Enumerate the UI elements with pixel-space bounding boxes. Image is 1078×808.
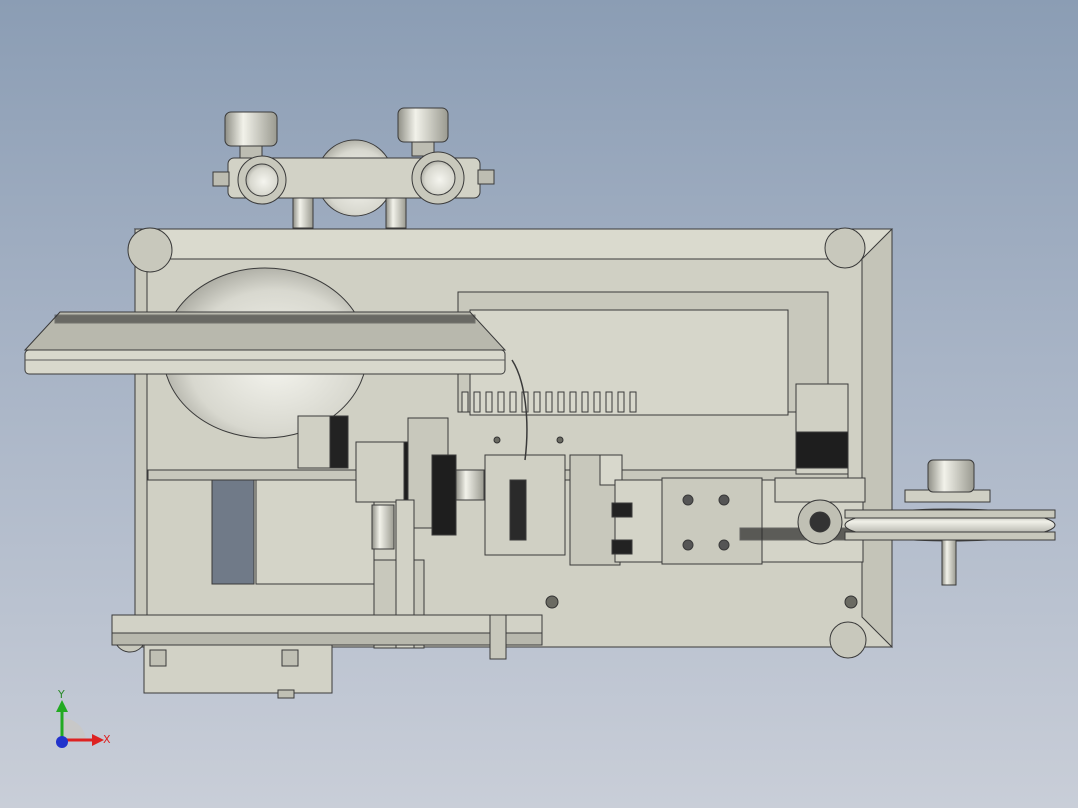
vent-slots bbox=[461, 391, 637, 413]
x-axis-label: X bbox=[103, 733, 111, 746]
brush-bar bbox=[23, 311, 507, 375]
pulley-belt bbox=[774, 459, 1056, 586]
coordinate-triad bbox=[56, 700, 104, 748]
screw-holes bbox=[493, 436, 858, 609]
pressure-valve-assembly bbox=[212, 107, 495, 229]
stepper-motor-right bbox=[795, 383, 849, 475]
base-rail bbox=[111, 614, 543, 699]
y-axis-label: Y bbox=[58, 688, 65, 701]
